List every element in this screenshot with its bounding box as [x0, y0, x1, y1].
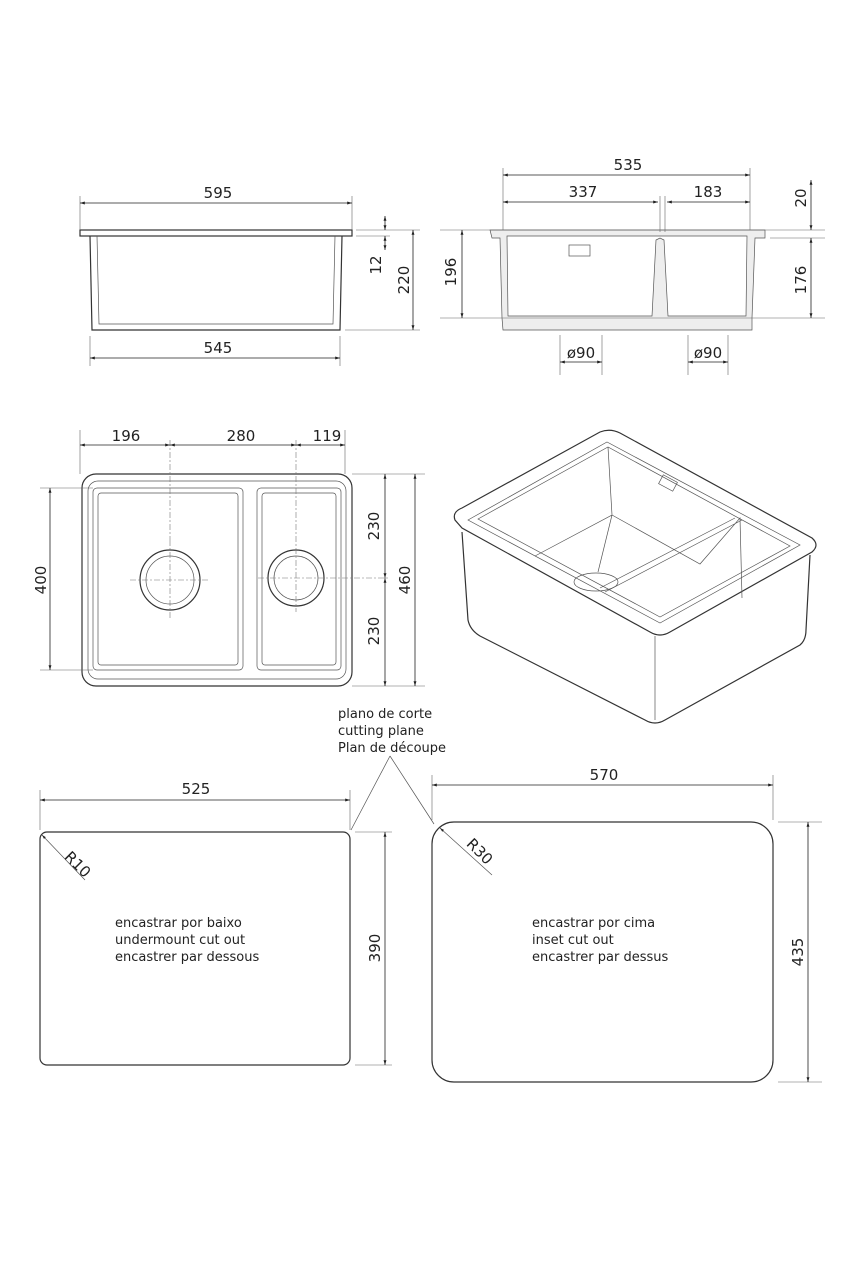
cutting-plane-note: plano de corte cutting plane Plan de déc…	[338, 707, 446, 831]
section-view: 535 337 183 196 20 176 ø90 ø90	[440, 156, 825, 375]
cutting-plane-line1: plano de corte	[338, 707, 432, 722]
dim-rim-thickness: 12	[367, 255, 385, 274]
inset-label3: encastrer par dessus	[532, 950, 668, 965]
dim-inset-width: 570	[590, 766, 619, 784]
cutting-plane-line3: Plan de découpe	[338, 741, 446, 756]
undermount-cutout: 525 390 R10 encastrar por baixo undermou…	[39, 780, 392, 1066]
cutting-plane-line2: cutting plane	[338, 724, 424, 739]
dim-overall-depth: 460	[396, 566, 414, 595]
dim-body-width: 545	[204, 339, 233, 357]
dim-drain-small: ø90	[694, 344, 722, 362]
dim-height: 220	[395, 266, 413, 295]
isometric-view	[453, 429, 817, 724]
dim-rim-height: 20	[792, 188, 810, 207]
dim-bowl-depth: 176	[792, 266, 810, 295]
dim-undermount-height: 390	[366, 934, 384, 963]
dim-undermount-width: 525	[182, 780, 211, 798]
inset-label1: encastrar por cima	[532, 916, 655, 931]
dim-total-depth: 196	[442, 258, 460, 287]
dim-small-bowl: 183	[694, 183, 723, 201]
dim-half-bottom: 230	[365, 617, 383, 646]
dim-large-bowl: 337	[569, 183, 598, 201]
undermount-label2: undermount cut out	[115, 933, 245, 948]
undermount-label1: encastrar por baixo	[115, 916, 242, 931]
dim-drain-spacing: 280	[227, 427, 256, 445]
dim-inner-depth: 400	[32, 566, 50, 595]
inset-cutout: 570 435 R30 encastrar por cima inset cut…	[431, 766, 822, 1083]
dim-overall-width: 595	[204, 184, 233, 202]
inset-radius: R30	[463, 835, 497, 869]
undermount-radius: R10	[61, 848, 95, 882]
inset-label2: inset cut out	[532, 933, 614, 948]
plan-view: 196 280 119 400 230 230 460	[32, 427, 425, 687]
dim-drain-large: ø90	[567, 344, 595, 362]
dim-half-top: 230	[365, 512, 383, 541]
dim-section-width: 535	[614, 156, 643, 174]
dim-small-drain-offset: 119	[313, 427, 342, 445]
dim-inset-height: 435	[789, 938, 807, 967]
dim-large-drain-offset: 196	[112, 427, 141, 445]
front-view: 595 545 12 220	[79, 184, 420, 366]
undermount-label3: encastrer par dessous	[115, 950, 259, 965]
